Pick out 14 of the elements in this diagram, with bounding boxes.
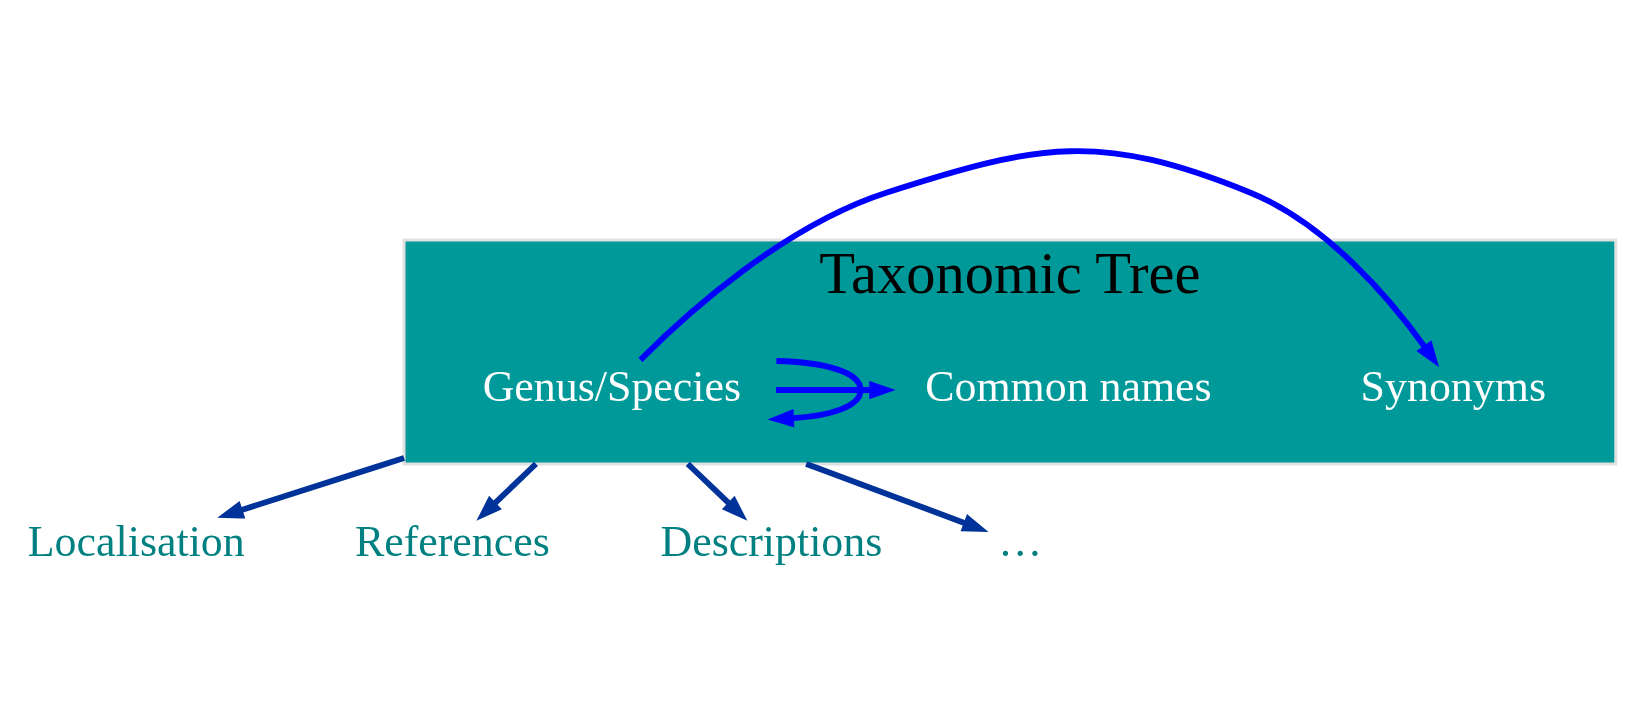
arrow — [685, 461, 748, 521]
node-text: Localisation — [27, 517, 245, 566]
arrow — [217, 455, 405, 519]
node-text: … — [998, 517, 1043, 566]
arrow — [638, 148, 1440, 368]
node-text: References — [354, 517, 550, 566]
node-text: Common names — [925, 362, 1212, 410]
arrow — [805, 461, 989, 532]
arrow — [476, 461, 538, 521]
node-text: Synonyms — [1360, 362, 1546, 410]
node-text: Descriptions — [660, 517, 883, 566]
arrow — [775, 380, 896, 400]
node-text: Genus/Species — [482, 362, 742, 410]
arrow — [767, 358, 864, 428]
